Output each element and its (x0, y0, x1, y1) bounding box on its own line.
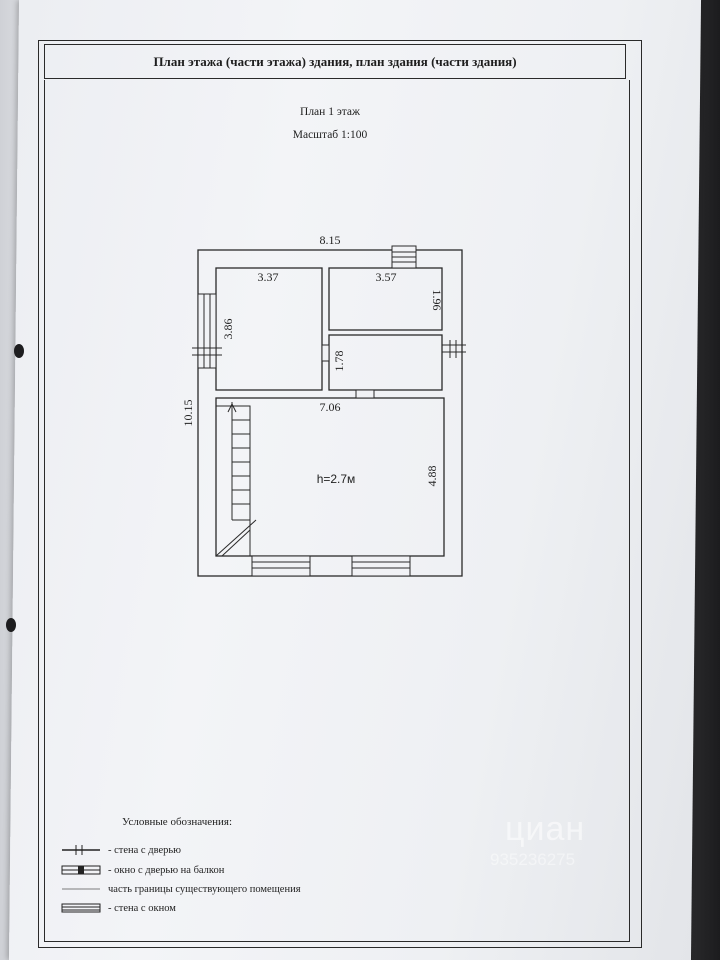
document-title: План этажа (части этажа) здания, план зд… (44, 44, 626, 79)
overall-width-label: 8.15 (320, 233, 341, 247)
scale-label: Масштаб 1:100 (292, 129, 368, 141)
room-top-left-width-label: 3.37 (258, 270, 279, 284)
overall-height-label: 10.15 (181, 400, 195, 427)
inner-frame (44, 80, 630, 942)
binding-hole (14, 344, 24, 358)
legend-item: - стена с окном (60, 901, 176, 915)
door-left (192, 293, 222, 369)
room-top-left-height-label: 3.86 (221, 319, 235, 340)
staircase (215, 402, 257, 557)
opening-mid-to-main (355, 389, 375, 399)
drawing-frame (38, 40, 642, 948)
legend-item: - стена с дверью (60, 843, 181, 857)
main-room-height-label: 4.88 (425, 466, 439, 487)
watermark-brand: циан (505, 810, 586, 848)
room-mid-right (328, 334, 443, 391)
ceiling-height-label: h=2.7м (317, 472, 356, 486)
room-top-right (328, 267, 443, 331)
legend-label: - окно с дверью на балкон (108, 864, 225, 876)
legend-label: - стена с дверью (108, 844, 182, 856)
room-top-right-width-label: 3.57 (376, 270, 397, 284)
legend-title: Условные обозначения: (122, 816, 233, 828)
exterior-wall-outer (197, 249, 463, 577)
legend-item: - окно с дверью на балкон (60, 863, 224, 877)
door-right (442, 340, 466, 358)
window-bottom-left (251, 555, 311, 577)
opening-left-to-mid (321, 344, 330, 362)
window-with-balcony-door-symbol (60, 863, 104, 877)
wall-with-window-symbol (60, 901, 104, 915)
binding-hole (6, 618, 16, 632)
legend-item: часть границы существующего помещения (60, 882, 301, 896)
legend-label: - стена с окном (108, 902, 176, 914)
wall-with-door-symbol (60, 843, 104, 857)
watermark-code: 935236275 (490, 850, 576, 869)
window-bottom-right (351, 555, 411, 577)
door-top (391, 245, 417, 269)
legend-label: часть границы существующего помещения (108, 883, 301, 895)
floor-label: План 1 этаж (300, 106, 360, 118)
main-room-width-label: 7.06 (320, 400, 341, 414)
room-mid-right-height-label: 1.78 (332, 351, 346, 372)
room-top-right-height-label: 1.96 (430, 290, 444, 311)
existing-room-boundary-symbol (60, 882, 104, 896)
